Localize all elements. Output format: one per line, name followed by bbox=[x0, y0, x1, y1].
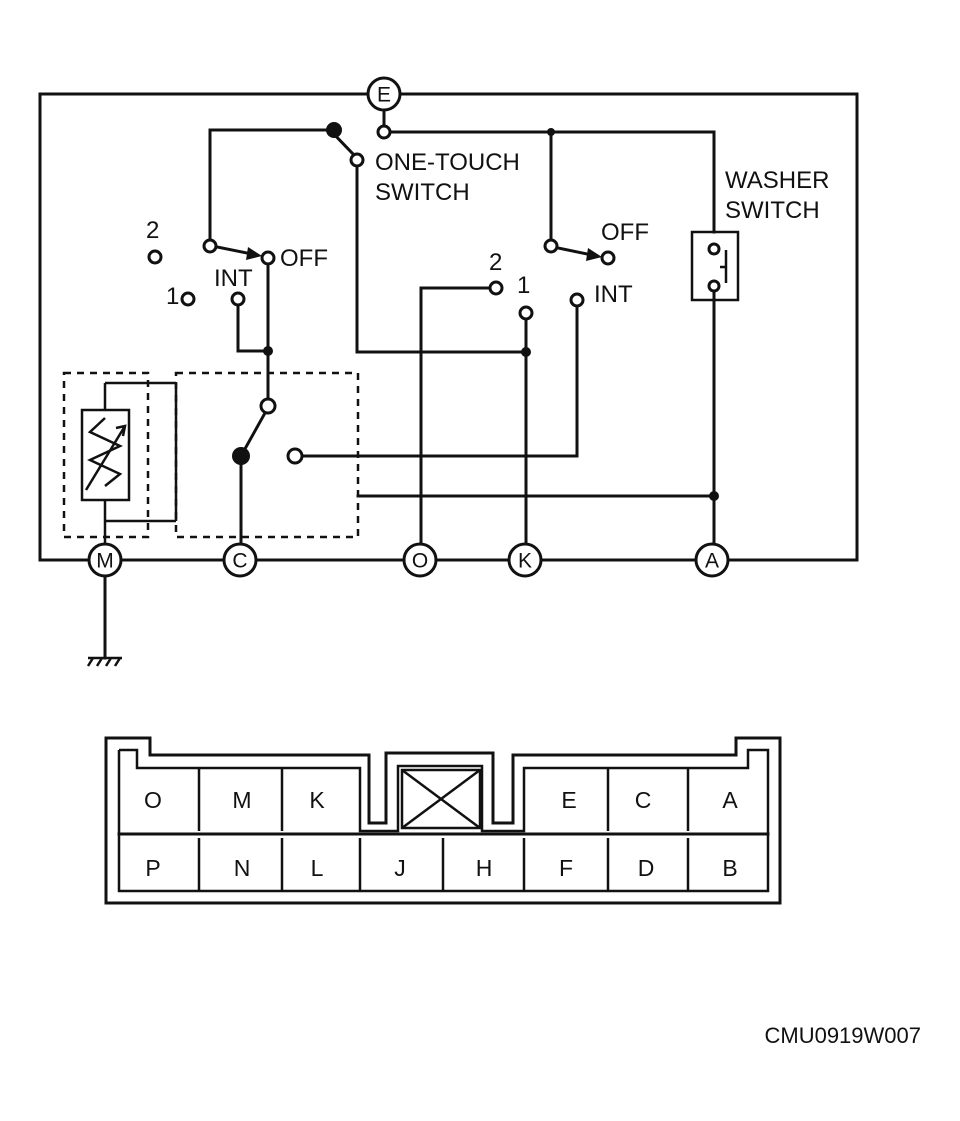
connector-pin-l: L bbox=[311, 855, 324, 881]
terminal-o: O bbox=[402, 542, 438, 578]
connector-pin-o: O bbox=[144, 787, 162, 813]
figure-code: CMU0919W007 bbox=[764, 1023, 921, 1048]
connector-pin-j: J bbox=[394, 855, 406, 881]
switch-contacts bbox=[147, 124, 721, 465]
svg-text:E: E bbox=[377, 84, 391, 107]
outer-frame bbox=[38, 92, 859, 562]
left-off-label: OFF bbox=[280, 245, 328, 272]
washer-label-line1: WASHER bbox=[725, 167, 829, 194]
connector-pin-p: P bbox=[145, 855, 160, 881]
connector-pin-a: A bbox=[722, 787, 738, 813]
right-int-label: INT bbox=[594, 281, 633, 308]
switch-arrows bbox=[215, 245, 602, 261]
connector-pin-e: E bbox=[561, 787, 576, 813]
one-touch-label-line1: ONE-TOUCH bbox=[375, 149, 520, 176]
terminal-c: C bbox=[222, 542, 258, 578]
connector-pin-b: B bbox=[722, 855, 737, 881]
terminal-k: K bbox=[507, 542, 543, 578]
terminal-e: E bbox=[366, 76, 402, 112]
right-position-2-label: 2 bbox=[489, 249, 502, 276]
right-position-1-label: 1 bbox=[517, 272, 530, 299]
svg-text:O: O bbox=[412, 550, 428, 573]
connector-pin-h: H bbox=[476, 855, 493, 881]
left-position-1-label: 1 bbox=[166, 283, 179, 310]
internal-wiring bbox=[103, 106, 716, 660]
svg-text:K: K bbox=[518, 550, 532, 573]
terminal-a: A bbox=[694, 542, 730, 578]
terminal-m: M bbox=[87, 542, 123, 578]
svg-text:M: M bbox=[96, 550, 114, 573]
connector-pin-c: C bbox=[635, 787, 652, 813]
left-position-2-label: 2 bbox=[146, 217, 159, 244]
one-touch-label-line2: SWITCH bbox=[375, 179, 470, 206]
ground-icon bbox=[86, 656, 122, 667]
svg-text:C: C bbox=[232, 550, 247, 573]
connector-pin-m: M bbox=[232, 787, 251, 813]
connector-pin-n: N bbox=[234, 855, 251, 881]
connector-pin-d: D bbox=[638, 855, 655, 881]
svg-text:A: A bbox=[705, 550, 719, 573]
connector-pin-f: F bbox=[559, 855, 573, 881]
junction-dots bbox=[232, 122, 719, 501]
relay-dashed-box bbox=[174, 371, 360, 539]
connector-face: O M K E C A P N L J H F D B bbox=[104, 736, 782, 905]
connector-pin-k: K bbox=[309, 787, 325, 813]
left-int-label: INT bbox=[214, 265, 253, 292]
motor-element bbox=[80, 381, 178, 543]
washer-switch bbox=[690, 230, 740, 302]
right-off-label: OFF bbox=[601, 219, 649, 246]
washer-label-line2: SWITCH bbox=[725, 197, 820, 224]
